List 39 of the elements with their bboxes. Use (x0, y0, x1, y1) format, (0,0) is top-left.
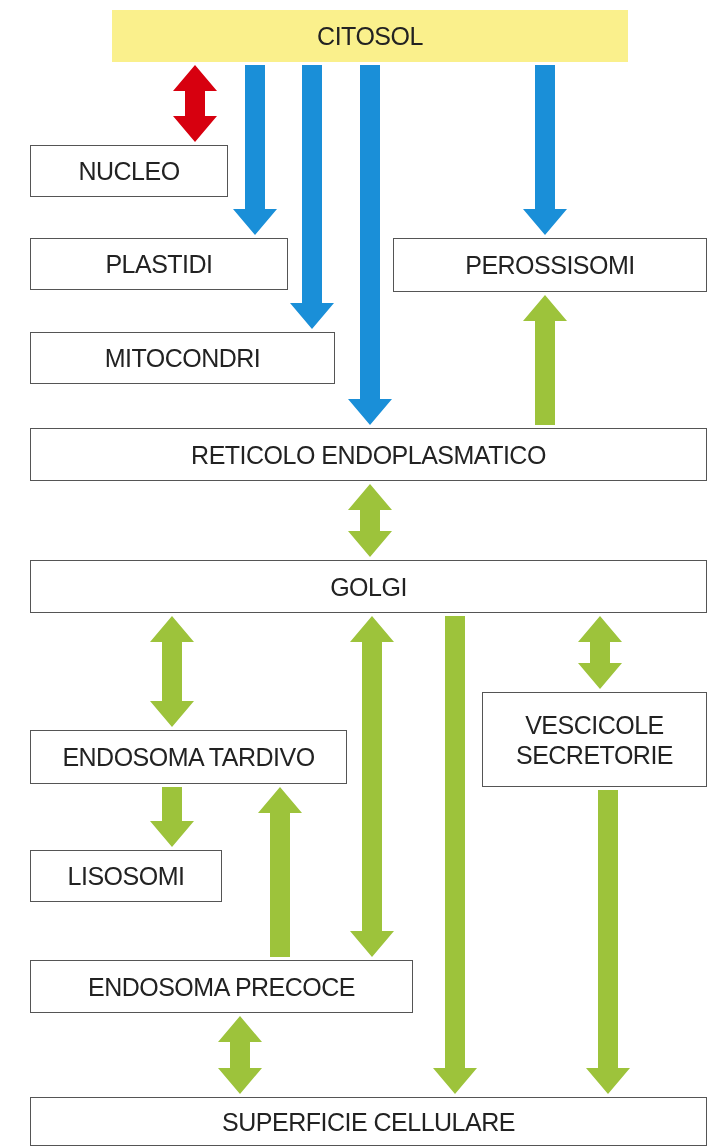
compartment-label: PEROSSISOMI (465, 250, 635, 280)
compartment-box (30, 850, 222, 902)
compartment-box (30, 560, 707, 613)
compartment-label: LISOSOMI (67, 861, 185, 891)
compartment-box (30, 332, 335, 384)
compartment-box (30, 238, 288, 290)
arrow (586, 790, 630, 1094)
compartment-box (30, 1097, 707, 1146)
compartment-label: ENDOSOMA TARDIVO (62, 742, 315, 772)
arrow (233, 65, 277, 235)
arrow (150, 787, 194, 847)
compartment-label: VESCICOLE SECRETORIE (514, 709, 675, 770)
arrow (523, 65, 567, 235)
compartment-box (30, 960, 413, 1013)
arrow (578, 616, 622, 689)
arrow (350, 616, 394, 957)
compartment-box (30, 145, 228, 197)
compartment-box (30, 730, 347, 784)
arrow (173, 65, 217, 142)
arrow (348, 484, 392, 557)
compartment-box (482, 692, 707, 787)
compartment-label: PLASTIDI (105, 249, 213, 279)
compartment-box (30, 428, 707, 481)
header-band (112, 10, 628, 62)
arrow (433, 616, 477, 1094)
arrow (218, 1016, 262, 1094)
compartment-label: SUPERFICIE CELLULARE (222, 1106, 515, 1137)
arrow (290, 65, 334, 329)
arrow (523, 295, 567, 425)
compartment-box (393, 238, 707, 292)
arrow (150, 616, 194, 727)
compartment-label: NUCLEO (78, 156, 180, 186)
compartment-label: CITOSOL (317, 21, 423, 51)
compartment-label: RETICOLO ENDOPLASMATICO (191, 439, 546, 470)
compartment-label: ENDOSOMA PRECOCE (87, 971, 356, 1002)
compartment-label: MITOCONDRI (104, 343, 261, 373)
arrow (258, 787, 302, 957)
compartment-label: GOLGI (330, 571, 407, 602)
arrow (348, 65, 392, 425)
